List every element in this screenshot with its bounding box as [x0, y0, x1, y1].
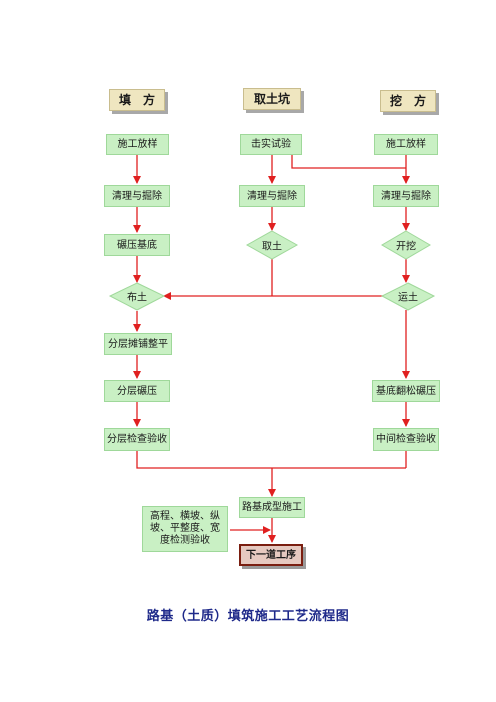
fill-step-clear: 清理与掘除 [104, 185, 170, 207]
header-cut: 挖 方 [380, 90, 436, 112]
cut-step-layout: 施工放样 [374, 134, 438, 155]
header-fill: 填 方 [109, 89, 165, 111]
borrow-step-test: 击实试验 [240, 134, 302, 155]
line-merge-left [136, 451, 406, 469]
borrow-step-take: 取土 [262, 241, 282, 253]
cut-step-clear: 清理与掘除 [373, 185, 439, 207]
final-step: 下一道工序 [239, 544, 303, 566]
fill-step-compact-base: 碾压基底 [104, 234, 170, 256]
diamond-excavate [381, 230, 431, 260]
cut-step-transport: 运土 [398, 292, 418, 304]
fill-step-spread: 布土 [127, 292, 147, 304]
inspection-note: 高程、横坡、纵 坡、平整度、宽 度检测验收 [142, 506, 228, 552]
note-line-2: 坡、平整度、宽 [150, 523, 220, 534]
borrow-step-clear: 清理与掘除 [239, 185, 305, 207]
fill-step-inspect: 分层检查验收 [104, 428, 170, 451]
fill-step-level: 分层摊铺整平 [104, 333, 172, 355]
diamond-take [245, 230, 299, 260]
note-line-1: 高程、横坡、纵 [150, 511, 220, 522]
diagram-caption: 路基（土质）填筑施工工艺流程图 [146, 609, 350, 624]
fill-step-layout: 施工放样 [106, 134, 169, 155]
cut-step-excavate: 开挖 [396, 241, 416, 253]
note-line-3: 度检测验收 [160, 535, 210, 546]
fill-step-compact: 分层碾压 [104, 380, 170, 402]
header-borrow: 取土坑 [243, 88, 301, 110]
merge-step: 路基成型施工 [239, 497, 305, 518]
cut-step-inspect: 中间检查验收 [373, 428, 439, 451]
diamond-spread [108, 282, 166, 311]
cut-step-loosen-compact: 基底翻松碾压 [372, 380, 440, 402]
diamond-transport [380, 282, 436, 311]
